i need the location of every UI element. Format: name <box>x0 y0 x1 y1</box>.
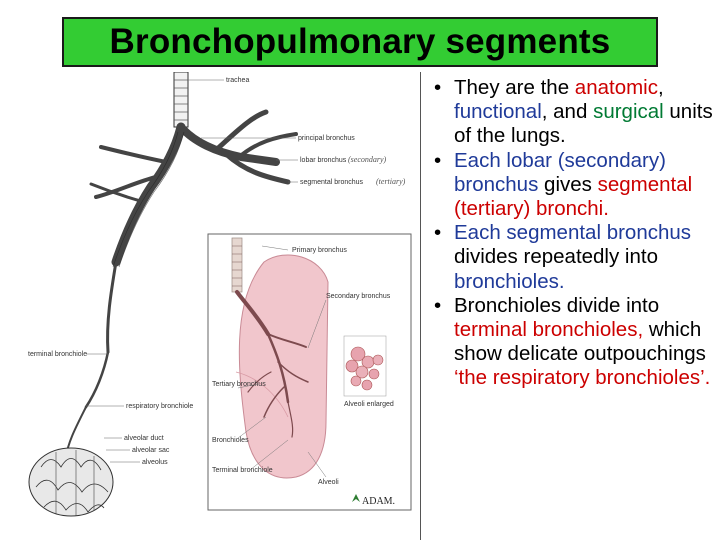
slide-title: Bronchopulmonary segments <box>109 22 611 61</box>
label-segmental-bronchus: segmental bronchus <box>300 179 364 186</box>
label-alveoli: Alveoli <box>318 479 339 486</box>
bronchial-tree-illustration: trachea principal bronchus lobar bronchu… <box>28 71 412 517</box>
label-terminal-bronchiole-inset: Terminal bronchiole <box>212 467 273 474</box>
lung-inset: Primary bronchus Secondary bronchus Tert… <box>207 233 412 511</box>
label-principal-bronchus: principal bronchus <box>298 135 355 142</box>
label-segmental-note: (tertiary) <box>376 177 406 186</box>
label-alveolar-sac: alveolar sac <box>132 447 170 454</box>
slide-title-box: Bronchopulmonary segments <box>62 17 658 67</box>
bronchial-tree-figure: trachea principal bronchus lobar bronchu… <box>26 71 420 540</box>
label-trachea: trachea <box>226 77 249 84</box>
bullet-list: They are the anatomic, functional, and s… <box>428 76 718 391</box>
alveolar-cluster <box>28 447 114 517</box>
label-lobar-note: (secondary) <box>348 155 387 164</box>
label-respiratory-bronchiole: respiratory bronchiole <box>126 403 193 410</box>
label-alveolar-duct: alveolar duct <box>124 435 164 442</box>
label-alveolus: alveolus <box>142 459 168 466</box>
label-secondary-bronchus: Secondary bronchus <box>326 293 391 300</box>
label-bronchioles: Bronchioles <box>212 437 249 444</box>
alveoli-enlarged-cluster <box>345 346 384 391</box>
label-tertiary-bronchus: Tertiary bronchus <box>212 381 266 388</box>
bullet-item: Bronchioles divide into terminal bronchi… <box>428 294 718 391</box>
svg-text:ADAM.: ADAM. <box>362 496 395 507</box>
label-primary-bronchus: Primary bronchus <box>292 247 347 254</box>
bullet-item: Each segmental bronchus divides repeated… <box>428 221 718 294</box>
bullet-item: They are the anatomic, functional, and s… <box>428 76 718 149</box>
bullet-item: Each lobar (secondary) bronchus gives se… <box>428 149 718 222</box>
adam-logo: ADAM. <box>352 494 395 507</box>
label-terminal-bronchiole: terminal bronchiole <box>28 351 87 358</box>
label-alveoli-enlarged: Alveoli enlarged <box>344 401 394 408</box>
column-divider <box>420 72 421 540</box>
label-lobar-bronchus: lobar bronchus <box>300 157 347 164</box>
